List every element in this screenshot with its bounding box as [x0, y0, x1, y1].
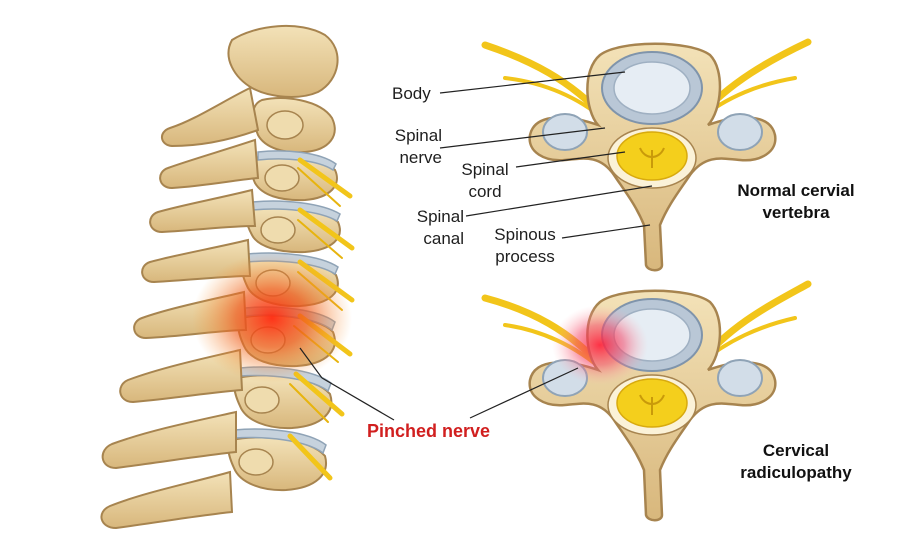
label-spinal-nerve-line1: Spinal	[394, 126, 442, 145]
normal-vertebra-axial	[481, 38, 812, 272]
label-spinous-process-line1: Spinous	[494, 225, 556, 244]
caption-radiculopathy-line1: Cervical	[762, 441, 830, 460]
label-spinal-cord-line1: Spinal	[461, 160, 509, 179]
label-body: Body	[392, 84, 431, 103]
radiculopathy-vertebra-axial	[481, 280, 812, 522]
herniation-glow	[552, 305, 648, 385]
leader-lines	[299, 71, 653, 421]
label-spinal-nerve: Spinal nerve	[382, 125, 442, 169]
label-pinched-nerve: Pinched nerve	[367, 421, 491, 441]
label-spinous-process: Spinous process	[488, 224, 562, 268]
inflammation-glow	[192, 253, 352, 383]
label-spinal-canal-line2: canal	[423, 229, 464, 248]
caption-normal-line2: vertebra	[762, 203, 830, 222]
caption-normal-vertebra: Normal cervial vertebra	[716, 180, 876, 224]
caption-radiculopathy-line2: radiculopathy	[740, 463, 852, 482]
caption-normal-line1: Normal cervial	[737, 181, 855, 200]
label-spinal-canal-line1: Spinal	[416, 207, 464, 226]
label-spinal-cord-line2: cord	[468, 182, 502, 201]
label-spinal-cord: Spinal cord	[455, 159, 515, 203]
label-spinous-process-line2: process	[495, 247, 555, 266]
label-spinal-canal: Spinal canal	[402, 206, 464, 250]
cervical-spine-side-view	[100, 25, 355, 530]
label-spinal-nerve-line2: nerve	[399, 148, 442, 167]
caption-cervical-radiculopathy: Cervical radiculopathy	[716, 440, 876, 484]
